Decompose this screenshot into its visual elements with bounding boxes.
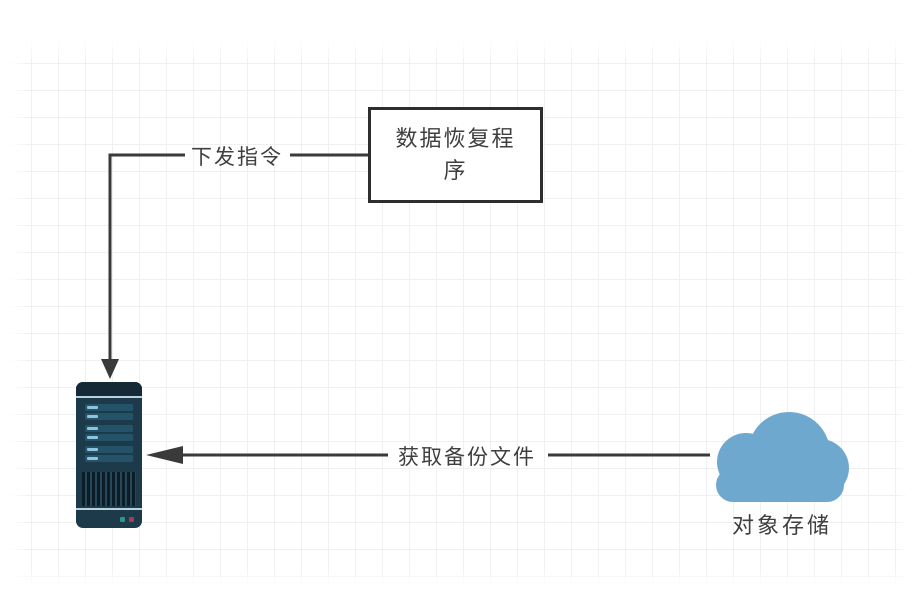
- edge-command-arrowhead: [101, 359, 119, 379]
- edge-fetch-label: 获取备份文件: [398, 446, 536, 469]
- edge-fetch-arrowhead: [146, 446, 183, 464]
- server-drive-bays: [76, 398, 142, 462]
- server-top-panel: [76, 382, 142, 398]
- server-vents: [82, 472, 136, 506]
- server-bottom-panel: [76, 508, 142, 528]
- edge-command-label: 下发指令: [191, 146, 283, 169]
- server-icon: [76, 382, 142, 528]
- server-led-green: [120, 517, 125, 522]
- server-led-red: [129, 517, 134, 522]
- edge-command-line: [108, 153, 368, 360]
- cloud-icon: [716, 412, 849, 502]
- node-data-recovery-program: 数据恢复程 序: [368, 107, 543, 203]
- node-object-storage-label: 对象存储: [731, 513, 833, 538]
